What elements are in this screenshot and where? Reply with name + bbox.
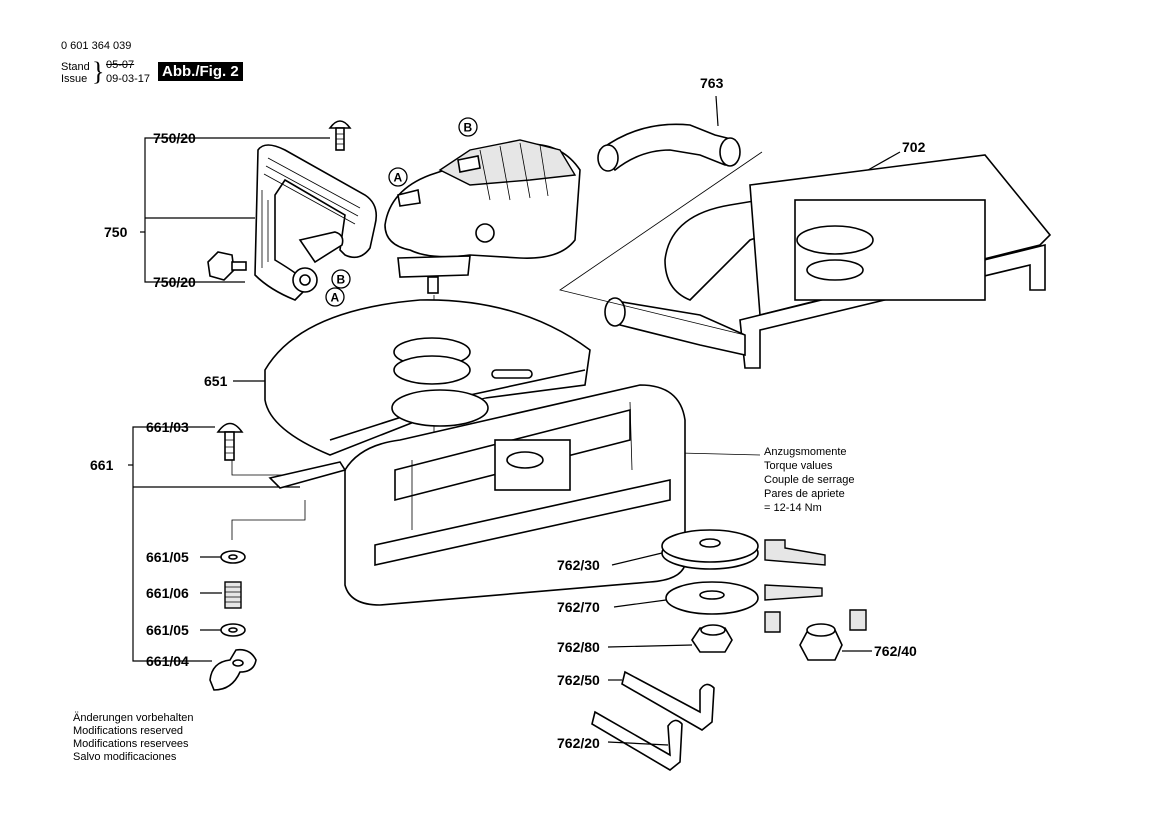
torque-line-1: Anzugsmomente [764,446,847,458]
label-661-05-top: 661/05 [146,549,189,565]
svg-text:B: B [337,273,346,287]
label-750-20-top: 750/20 [153,130,196,146]
label-762-40: 762/40 [874,643,917,659]
torque-line-4: Pares de apriete [764,488,845,500]
bolt-661-03 [216,422,244,461]
part-number: 0 601 364 039 [61,40,132,52]
label-661-04: 661/04 [146,653,189,669]
spring-661-06 [224,581,242,609]
label-750: 750 [104,224,128,240]
base-plate-661 [268,384,686,606]
label-750-20-bottom: 750/20 [153,274,196,290]
nut-762-80 [607,611,781,653]
callout-a-grinder: A [388,167,408,187]
label-762-70: 762/70 [557,599,600,615]
footer-line-1: Änderungen vorbehalten [73,712,194,724]
label-661: 661 [90,457,114,473]
torque-note: Anzugsmomente Torque values Couple de se… [764,445,855,515]
bolt-750-20-top [328,120,352,151]
footer-line-2: Modifications reserved [73,725,184,737]
hex-key-762-50 [608,670,715,731]
torque-line-3: Couple de serrage [764,474,855,486]
brace-glyph: } [92,57,105,86]
dust-pipe-763 [597,95,741,172]
washer-661-05-top [220,550,246,564]
torque-line-2: Torque values [764,460,833,472]
label-762-30: 762/30 [557,557,600,573]
callout-a-handle: A [325,287,345,307]
handle-750 [254,144,378,301]
label-651: 651 [204,373,228,389]
bolt-750-20-bottom [207,251,247,281]
guard-702 [604,151,1052,369]
wheel-guard-651 [233,299,591,456]
label-762-80: 762/80 [557,639,600,655]
svg-text:B: B [464,121,473,135]
footer-notes: Änderungen vorbehalten Modifications res… [73,712,193,764]
figure-badge: Abb./Fig. 2 [158,62,243,81]
footer-line-4: Salvo modificaciones [73,751,177,763]
flange-762-30 [611,529,826,570]
stand-label: Stand [61,61,90,73]
svg-text:A: A [394,171,403,185]
label-661-06: 661/06 [146,585,189,601]
hex-key-762-20 [591,710,683,771]
label-763: 763 [700,75,724,91]
issue-label: Issue [61,73,88,85]
label-661-03: 661/03 [146,419,189,435]
nut-762-40 [799,609,872,661]
wing-nut-661-04 [209,648,257,691]
issue-date: 09-03-17 [106,73,151,85]
washer-661-05-bottom [220,623,246,637]
footer-line-3: Modifications reservees [73,738,189,750]
label-762-20: 762/20 [557,735,600,751]
flange-762-70 [613,581,823,615]
callout-b-grinder: B [458,117,478,137]
bracket-661 [132,426,300,662]
bracket-750 [144,137,330,283]
svg-text:A: A [331,291,340,305]
angle-grinder [384,139,581,294]
label-702: 702 [902,139,926,155]
callout-b-handle: B [331,269,351,289]
label-661-05-bottom: 661/05 [146,622,189,638]
label-762-50: 762/50 [557,672,600,688]
stand-date: 05-07 [106,59,135,71]
torque-line-5: = 12-14 Nm [764,502,822,514]
